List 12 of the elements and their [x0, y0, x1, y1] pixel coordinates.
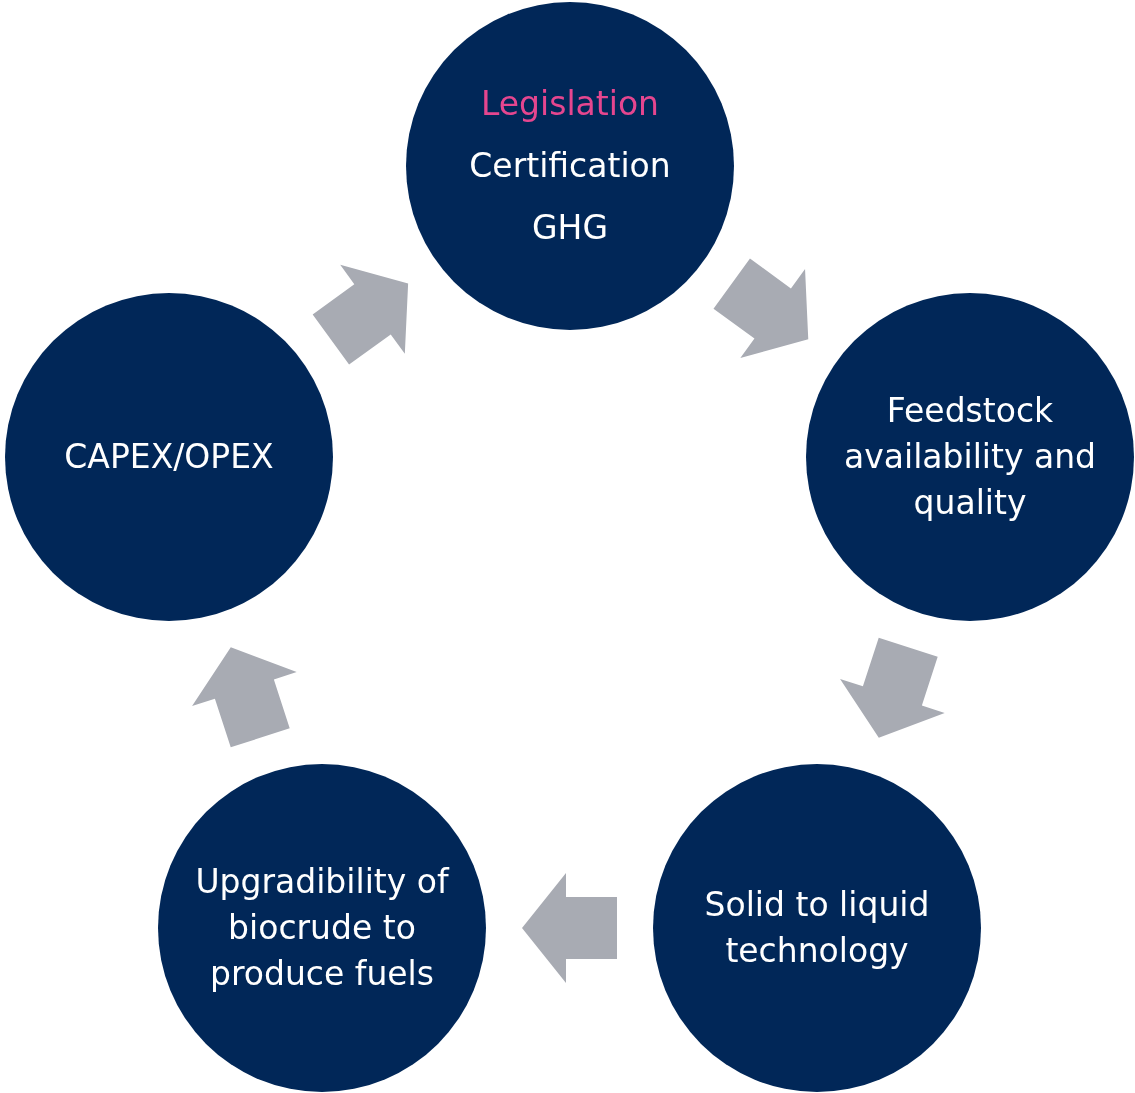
block-arrow	[312, 264, 409, 365]
node-label: Legislation	[481, 83, 659, 125]
node-label: Upgradibility of biocrude to produce fuels	[194, 861, 451, 995]
block-arrow	[192, 647, 297, 748]
block-arrow	[840, 637, 945, 738]
node-label: Certification	[469, 145, 671, 187]
node-label: Solid to liquid technology	[703, 884, 931, 972]
block-arrow	[713, 258, 809, 358]
node-label: Feedstock availability and quality	[843, 390, 1097, 524]
node-label: GHG	[532, 207, 608, 249]
block-arrow	[522, 873, 617, 983]
node-label: CAPEX/OPEX	[64, 436, 274, 478]
